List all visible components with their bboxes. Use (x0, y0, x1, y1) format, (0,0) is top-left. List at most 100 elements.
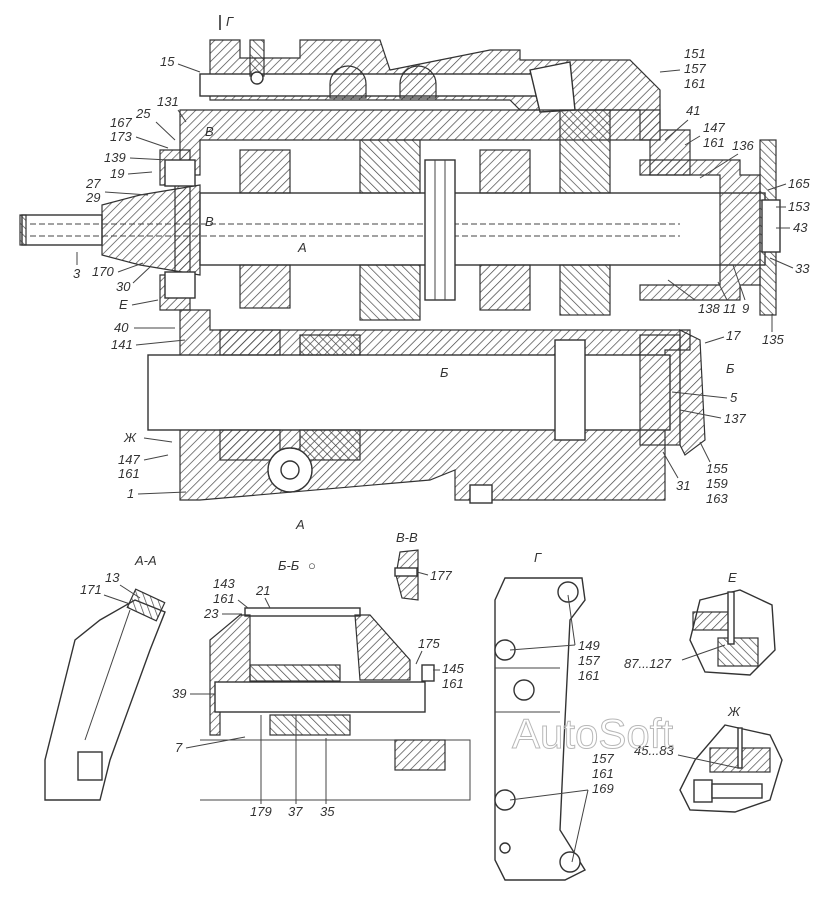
view-aa: А-А 13 171 (44, 553, 166, 801)
callout-137: 137 (724, 411, 746, 426)
section-marker-v-inner: В (205, 214, 214, 229)
view-aa-title: А-А (134, 553, 157, 568)
callout-43: 43 (793, 220, 808, 235)
callout-143: 143 (213, 576, 235, 591)
callout-163: 163 (706, 491, 728, 506)
callout-19: 19 (110, 166, 124, 181)
callout-17: 17 (726, 328, 741, 343)
callout-145: 145 (442, 661, 464, 676)
g-bracket-outline (494, 577, 587, 881)
input-shaft-spline (19, 214, 27, 246)
callout-37: 37 (288, 804, 303, 819)
zh-bolt-shank (711, 783, 763, 799)
callout-1: 1 (127, 486, 134, 501)
lever-inner-curve (84, 609, 131, 741)
callout-141: 141 (111, 337, 133, 352)
callout-87-127: 87...127 (624, 656, 672, 671)
callout-135: 135 (762, 332, 784, 347)
callout-45-83: 45...83 (634, 743, 675, 758)
callout-159: 159 (706, 476, 728, 491)
callout-155: 155 (706, 461, 728, 476)
callout-131: 131 (157, 94, 179, 109)
synchro-teeth (424, 159, 456, 301)
countershaft-rear-bearing (639, 334, 681, 446)
callout-175: 175 (418, 636, 440, 651)
g-center-plug (513, 679, 535, 701)
callout-157: 157 (684, 61, 706, 76)
callout-161-g: 161 (578, 668, 600, 683)
callout-171: 171 (80, 582, 102, 597)
callouts-left: 15 131 25 167 173 139 19 27 29 3 170 30 … (73, 54, 201, 501)
callout-173: 173 (110, 129, 132, 144)
flange-nut (761, 199, 781, 253)
view-vv-title: В-В (396, 530, 418, 545)
bb-top-cover (244, 607, 361, 617)
g-hole-top-right (557, 581, 579, 603)
callout-161-bb: 161 (213, 591, 235, 606)
oil-pump-inner (280, 460, 300, 480)
callout-170: 170 (92, 264, 114, 279)
countershaft-gear-2b (299, 429, 361, 461)
callout-157-g2: 157 (592, 751, 614, 766)
zh-detail-shim (737, 727, 743, 769)
g-hole-small (499, 842, 511, 854)
bb-bolt-head (421, 664, 435, 682)
callout-169: 169 (592, 781, 614, 796)
shift-fork-lever (44, 599, 166, 801)
oil-drain-plug (469, 484, 493, 504)
callout-27: 27 (85, 176, 101, 191)
gear-4-bottom (559, 264, 611, 316)
countershaft-collar (554, 339, 586, 441)
callouts-right: 151 157 161 41 147 161 136 165 153 43 33… (659, 46, 810, 506)
callout-30: 30 (116, 279, 131, 294)
callout-179: 179 (250, 804, 272, 819)
vv-plug (394, 567, 418, 577)
callout-161-right: 161 (703, 135, 725, 150)
callout-33: 33 (795, 261, 810, 276)
e-detail-shim (727, 591, 735, 645)
gear-3-bottom (479, 264, 531, 311)
view-e-title: Е (728, 570, 737, 585)
callout-39: 39 (172, 686, 186, 701)
view-bb-marker: ○ (308, 558, 316, 573)
front-bearing-bottom (164, 271, 196, 299)
callout-165: 165 (788, 176, 810, 191)
callout-41: 41 (686, 103, 700, 118)
view-g: Г 149 157 161 157 161 169 (494, 550, 614, 881)
gear-2-bottom (359, 264, 421, 321)
view-g-title: Г (534, 550, 542, 565)
callout-136: 136 (732, 138, 754, 153)
gear-4-top (559, 109, 611, 194)
front-bearing-top (164, 159, 196, 187)
view-zh: Ж 45...83 (634, 704, 783, 813)
detent-spring (249, 39, 265, 77)
callout-E: Е (119, 297, 128, 312)
callout-153: 153 (788, 199, 810, 214)
countershaft-gear-2 (299, 334, 361, 356)
callout-177: 177 (430, 568, 452, 583)
callout-3: 3 (73, 266, 81, 281)
detent-ball (250, 71, 264, 85)
shift-fork-1 (329, 65, 367, 99)
bb-housing-right (354, 614, 411, 681)
section-marker-v-upper: В (205, 124, 214, 139)
g-hole-bottom-right (559, 851, 581, 873)
g-hole-lower-left (494, 789, 516, 811)
bb-housing-left (209, 614, 251, 736)
callout-7: 7 (175, 740, 183, 755)
input-shaft (21, 214, 103, 246)
callout-11: 11 (723, 301, 737, 316)
gear-2-top (359, 139, 421, 194)
e-detail-block-top (692, 611, 734, 631)
watermark: AutoSoft (512, 710, 673, 757)
callout-138: 138 (698, 301, 720, 316)
gear-1-top (239, 149, 291, 194)
callout-149: 149 (578, 638, 600, 653)
callout-157-g: 157 (578, 653, 600, 668)
callout-29: 29 (85, 190, 100, 205)
view-e: Е 87...127 (624, 570, 776, 676)
callout-31: 31 (676, 478, 690, 493)
callout-161-g2: 161 (592, 766, 614, 781)
bb-reverse-gear-bottom (269, 714, 351, 736)
rear-bearing-housing (639, 159, 761, 301)
